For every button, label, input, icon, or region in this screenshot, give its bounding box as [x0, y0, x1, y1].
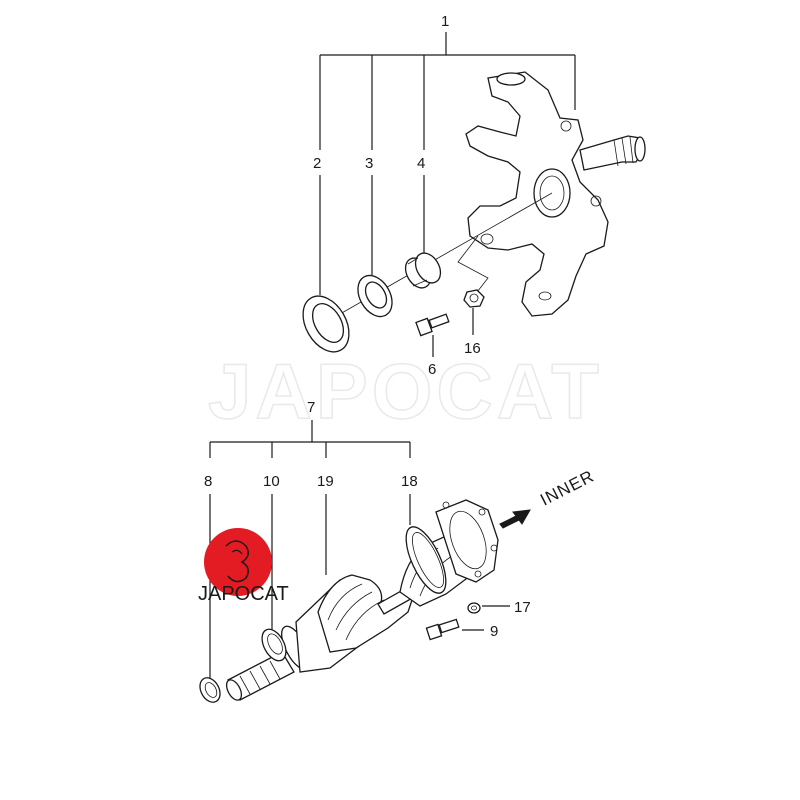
- callout-1: 1: [441, 13, 449, 30]
- assembly-axis: [325, 192, 553, 323]
- logo-cat-glyph: [225, 540, 249, 583]
- needle-bearing: [404, 252, 442, 289]
- bolt-9: 9: [425, 618, 498, 641]
- thrust-washer: [357, 274, 393, 318]
- oil-seal: [302, 295, 350, 353]
- callout-9: 9: [490, 623, 498, 640]
- bolt-6: 6: [415, 313, 450, 378]
- logo-red-circle: [204, 528, 272, 596]
- logo-text: JAPOCAT: [198, 583, 289, 605]
- callout-6: 6: [428, 361, 436, 378]
- callout-3: 3: [365, 155, 373, 172]
- japocat-logo: JAPOCAT: [198, 528, 289, 605]
- nut-16: 16: [463, 289, 485, 357]
- inner-direction-arrow: INNER: [499, 466, 597, 529]
- inner-label: INNER: [537, 466, 597, 509]
- callout-2: 2: [313, 155, 321, 172]
- callout-group-1: 1 2 3 4: [313, 13, 576, 295]
- steering-knuckle: [465, 71, 646, 317]
- callout-16: 16: [464, 340, 481, 357]
- callout-18: 18: [401, 473, 418, 490]
- washer-10: [261, 628, 287, 662]
- callout-group-7: 7 8 10 19 18: [204, 399, 418, 678]
- watermark-text: JAPOCAT: [208, 347, 603, 435]
- circlip-8: [199, 677, 221, 703]
- drive-shaft: [225, 499, 499, 701]
- callout-19: 19: [317, 473, 334, 490]
- callout-7: 7: [307, 399, 315, 416]
- bolt-leader: [457, 235, 489, 297]
- washer-17: 17: [467, 599, 531, 616]
- callout-10: 10: [263, 473, 280, 490]
- callout-17: 17: [514, 599, 531, 616]
- callout-8: 8: [204, 473, 212, 490]
- callout-4: 4: [417, 155, 425, 172]
